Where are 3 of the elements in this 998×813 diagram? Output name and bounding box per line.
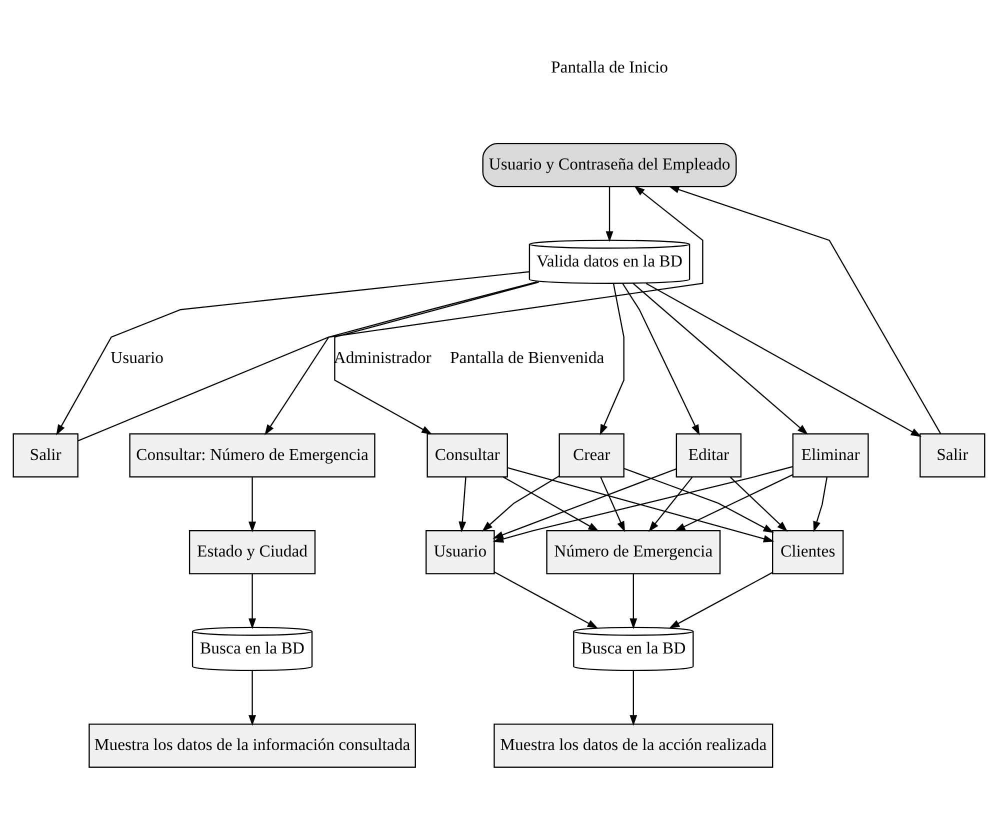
node-label: Pantalla de Inicio [551, 57, 668, 76]
label: Pantalla de Bienvenida [450, 348, 604, 367]
edge-label: Usuario [110, 348, 164, 367]
